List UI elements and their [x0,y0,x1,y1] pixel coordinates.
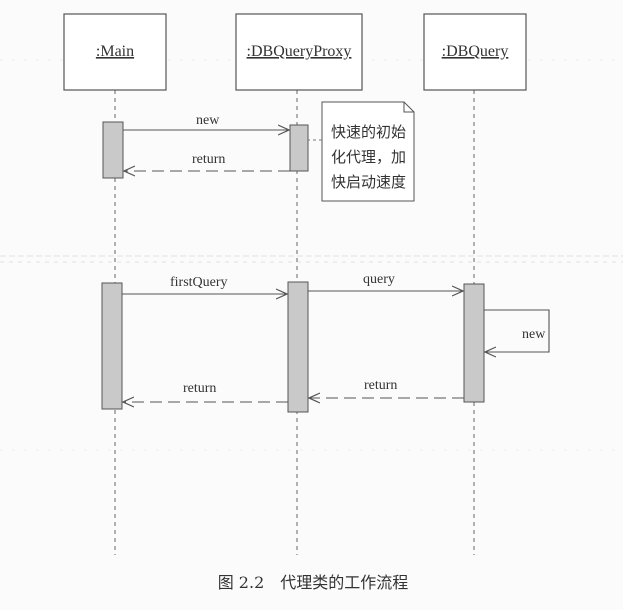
note-box: 快速的初始 化代理，加 快启动速度 [308,101,415,202]
activation-proxy-1 [289,124,309,172]
participant-proxy: :DBQueryProxy [235,13,363,91]
scan-noise [0,59,623,451]
activation-main-2 [101,282,123,410]
activation-main-1 [102,121,124,179]
msg-return-db-label: return [364,378,397,393]
msg-self-new-arrow [484,309,550,352]
msg-self-new-label: new [522,327,546,342]
message-labels: new return firstQuery query new return r… [170,113,546,396]
figure-caption: 图 2.2 代理类的工作流程 [218,573,409,592]
activations [101,121,485,413]
activation-db [463,283,485,403]
msg-return-2-label: return [183,381,216,396]
msg-return-1-label: return [192,152,225,167]
participant-db-label: :DBQuery [442,43,509,60]
activation-proxy-2 [287,281,309,413]
msg-query-label: query [363,272,395,287]
note-line-3: 快启动速度 [331,173,406,191]
msg-firstquery-label: firstQuery [170,275,228,290]
note-line-2: 化代理，加 [331,148,406,166]
participant-db: :DBQuery [423,13,527,91]
participant-main-label: :Main [96,43,134,60]
participant-proxy-label: :DBQueryProxy [247,43,352,60]
msg-new-label: new [196,113,220,128]
participant-main: :Main [63,13,167,91]
note-line-1: 快速的初始 [331,123,406,141]
messages [122,130,550,402]
